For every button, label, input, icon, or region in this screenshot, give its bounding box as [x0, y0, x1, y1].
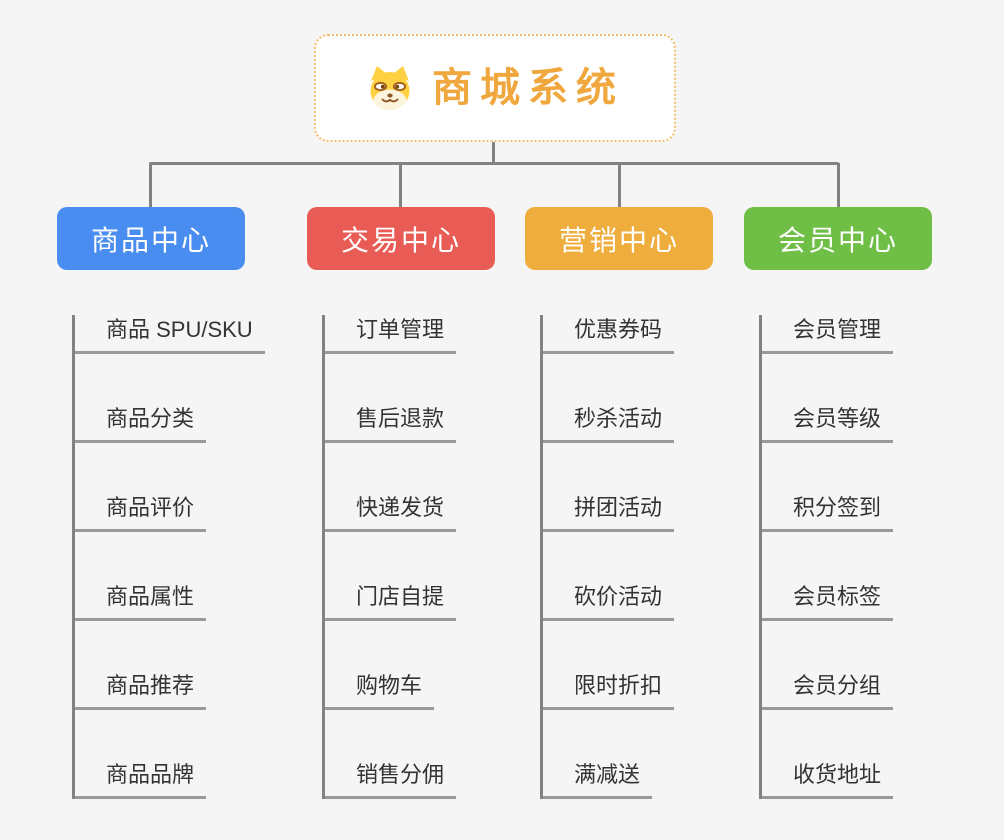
- connector-branch-stub: [399, 163, 402, 207]
- branch-product-center: 商品中心 商品 SPU/SKU 商品分类 商品评价 商品属性 商品推荐 商品品牌: [57, 207, 265, 799]
- root-title: 商城系统: [432, 66, 624, 110]
- child-node[interactable]: 售后退款: [325, 404, 457, 443]
- root-node[interactable]: 商城系统: [314, 34, 676, 142]
- branch-member-center: 会员中心 会员管理 会员等级 积分签到 会员标签 会员分组 收货地址: [744, 207, 932, 799]
- child-node[interactable]: 会员标签: [762, 582, 894, 621]
- dog-face-icon: [370, 66, 410, 110]
- child-node[interactable]: 购物车: [325, 671, 435, 710]
- child-node[interactable]: 门店自提: [325, 582, 457, 621]
- connector-horizontal: [149, 162, 839, 165]
- child-node[interactable]: 订单管理: [325, 315, 457, 354]
- branch-children: 商品 SPU/SKU 商品分类 商品评价 商品属性 商品推荐 商品品牌: [72, 315, 265, 799]
- child-node[interactable]: 优惠券码: [543, 315, 675, 354]
- connector-root-stub: [492, 142, 495, 165]
- branch-node[interactable]: 商品中心: [57, 207, 245, 270]
- child-node[interactable]: 商品 SPU/SKU: [75, 315, 265, 354]
- branch-children: 优惠券码 秒杀活动 拼团活动 砍价活动 限时折扣 满减送: [540, 315, 675, 799]
- child-node[interactable]: 会员等级: [762, 404, 894, 443]
- child-node[interactable]: 限时折扣: [543, 671, 675, 710]
- child-node[interactable]: 砍价活动: [543, 582, 675, 621]
- child-node[interactable]: 满减送: [543, 760, 653, 799]
- child-node[interactable]: 商品分类: [75, 404, 207, 443]
- branch-node[interactable]: 营销中心: [525, 207, 713, 270]
- child-node[interactable]: 商品推荐: [75, 671, 207, 710]
- child-node[interactable]: 商品评价: [75, 493, 207, 532]
- child-node[interactable]: 商品属性: [75, 582, 207, 621]
- connector-branch-stub: [149, 163, 152, 207]
- child-node[interactable]: 拼团活动: [543, 493, 675, 532]
- child-node[interactable]: 快递发货: [325, 493, 457, 532]
- child-node[interactable]: 商品品牌: [75, 760, 207, 799]
- branch-marketing-center: 营销中心 优惠券码 秒杀活动 拼团活动 砍价活动 限时折扣 满减送: [525, 207, 713, 799]
- child-node[interactable]: 会员分组: [762, 671, 894, 710]
- branch-children: 会员管理 会员等级 积分签到 会员标签 会员分组 收货地址: [759, 315, 894, 799]
- branch-node[interactable]: 会员中心: [744, 207, 932, 270]
- branch-children: 订单管理 售后退款 快递发货 门店自提 购物车 销售分佣: [322, 315, 457, 799]
- connector-branch-stub: [837, 163, 840, 207]
- connector-branch-stub: [618, 163, 621, 207]
- child-node[interactable]: 收货地址: [762, 760, 894, 799]
- child-node[interactable]: 会员管理: [762, 315, 894, 354]
- child-node[interactable]: 销售分佣: [325, 760, 457, 799]
- branch-trade-center: 交易中心 订单管理 售后退款 快递发货 门店自提 购物车 销售分佣: [307, 207, 495, 799]
- branch-node[interactable]: 交易中心: [307, 207, 495, 270]
- child-node[interactable]: 积分签到: [762, 493, 894, 532]
- child-node[interactable]: 秒杀活动: [543, 404, 675, 443]
